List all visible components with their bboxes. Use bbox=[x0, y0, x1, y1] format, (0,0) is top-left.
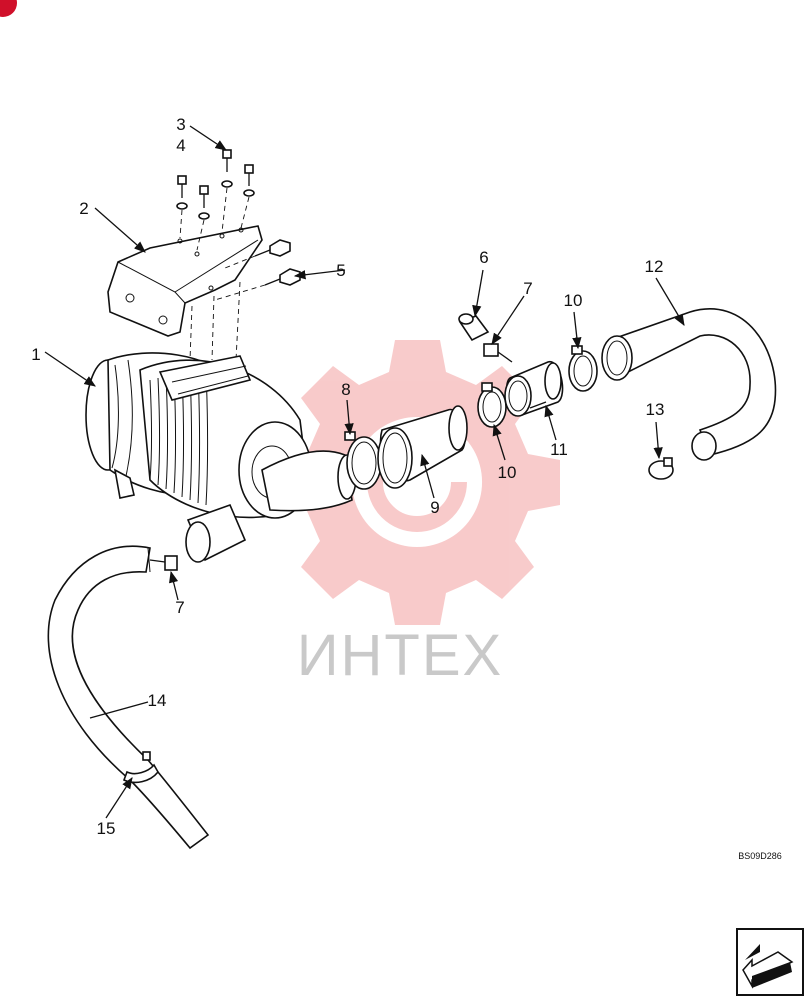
callout-5: 5 bbox=[336, 261, 345, 280]
corner-badge bbox=[0, 0, 17, 17]
fitting-7-lower bbox=[149, 555, 178, 571]
callout-3: 3 bbox=[176, 115, 185, 134]
callout-6: 6 bbox=[479, 248, 488, 267]
callout-14: 14 bbox=[148, 691, 167, 710]
precleaner-hose bbox=[47, 545, 210, 850]
hose-clamp-10-right bbox=[568, 345, 598, 392]
callout-11: 11 bbox=[550, 440, 568, 459]
hose-clamp-13 bbox=[648, 457, 674, 480]
callout-2: 2 bbox=[79, 199, 88, 218]
callout-7-upper: 7 bbox=[523, 279, 532, 298]
callout-4: 4 bbox=[176, 136, 185, 155]
callout-8: 8 bbox=[341, 380, 350, 399]
sensor-6 bbox=[458, 313, 490, 342]
callout-1: 1 bbox=[31, 345, 40, 364]
callout-9: 9 bbox=[430, 498, 439, 517]
adapter-tube bbox=[504, 361, 564, 417]
callout-15: 15 bbox=[97, 819, 116, 838]
intake-hose bbox=[601, 308, 777, 461]
callout-labels: 1 2 3 4 5 6 7 7 8 9 10 10 11 12 13 14 15 bbox=[31, 115, 664, 838]
callout-10-left: 10 bbox=[498, 463, 517, 482]
bracket-bolts bbox=[176, 149, 255, 251]
fitting-7-upper bbox=[483, 343, 513, 363]
reducer-hose bbox=[377, 405, 468, 489]
callout-12: 12 bbox=[645, 257, 664, 276]
mounting-bracket bbox=[107, 225, 263, 337]
drawing-code: BS09D286 bbox=[738, 851, 782, 861]
leader-lines bbox=[44, 125, 685, 819]
callout-7-lower: 7 bbox=[175, 598, 184, 617]
callout-10-right: 10 bbox=[564, 291, 583, 310]
air-filter-assembly bbox=[85, 352, 312, 563]
hose-clamp-10-left bbox=[477, 382, 507, 428]
watermark-text: ИНТЕХ bbox=[297, 623, 503, 688]
outlet-elbow bbox=[261, 450, 353, 512]
callout-13: 13 bbox=[646, 400, 665, 419]
next-page-arrow-icon[interactable] bbox=[736, 928, 804, 996]
